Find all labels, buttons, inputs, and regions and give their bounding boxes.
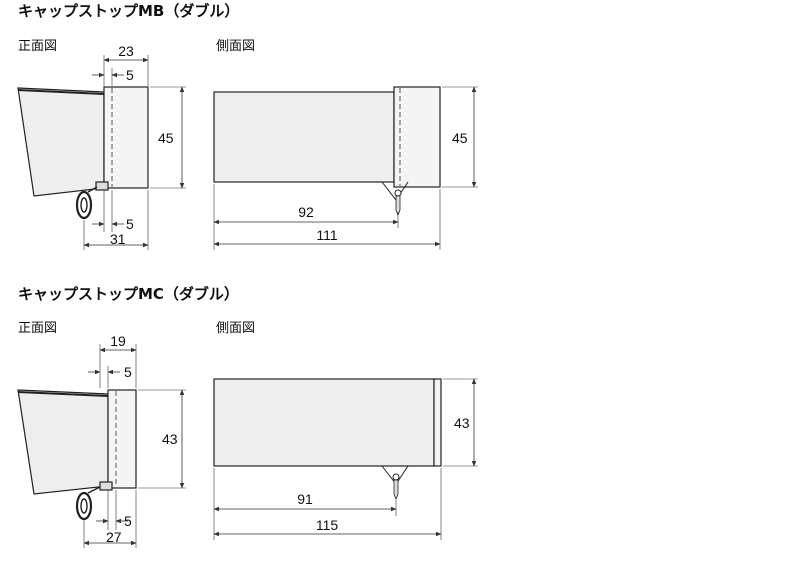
dim-bottom-inner: 5 — [126, 216, 134, 232]
section-mc: キャップストップMC（ダブル） 正面図 側面図 19 5 — [17, 285, 478, 548]
dim-inner: 5 — [126, 67, 134, 83]
rail-top-edge — [17, 89, 105, 95]
side-dim-height: 45 — [452, 130, 468, 146]
hook-ring — [75, 186, 98, 220]
side-view-label: 側面図 — [216, 321, 255, 336]
cap-plate — [107, 389, 137, 489]
cap-side — [393, 86, 441, 188]
dim-width: 23 — [118, 43, 134, 59]
side-dim-total: 111 — [316, 227, 337, 243]
dim-height: 45 — [158, 130, 174, 146]
side-view-label: 側面図 — [216, 39, 255, 54]
dim-bottom-inner: 5 — [124, 513, 132, 529]
side-dim-total: 115 — [316, 517, 339, 533]
screw-icon — [381, 181, 409, 217]
runner-knob — [99, 481, 113, 491]
side-view-drawing: 43 91 115 — [213, 378, 478, 540]
side-dim-height: 43 — [454, 415, 470, 431]
side-dim-inner: 91 — [297, 491, 313, 507]
front-view-drawing: 19 5 43 5 27 — [17, 333, 186, 548]
front-view-drawing: 23 5 45 5 31 — [17, 43, 186, 250]
rail-body — [17, 389, 109, 495]
rail-side-body — [213, 91, 395, 183]
dim-height: 43 — [162, 431, 178, 447]
rail-side-body — [213, 378, 435, 467]
section-title: キャップストップMC（ダブル） — [18, 285, 239, 303]
cap-side — [433, 378, 442, 467]
dim-bottom-total: 27 — [106, 529, 122, 545]
screw-icon — [381, 465, 409, 501]
side-view-drawing: 45 92 111 — [213, 86, 478, 250]
dim-width: 19 — [110, 333, 126, 349]
front-view-label: 正面図 — [18, 39, 57, 54]
runner-knob — [95, 181, 109, 191]
section-title: キャップストップMB（ダブル） — [18, 2, 239, 20]
front-view-label: 正面図 — [18, 321, 57, 336]
side-dim-inner: 92 — [298, 204, 314, 220]
rail-body — [17, 87, 105, 197]
hook-ring — [75, 486, 101, 521]
dim-bottom-total: 31 — [110, 231, 126, 247]
cap-plate — [103, 86, 149, 189]
section-mb: キャップストップMB（ダブル） 正面図 側面図 23 — [17, 2, 478, 250]
dim-inner: 5 — [124, 364, 132, 380]
